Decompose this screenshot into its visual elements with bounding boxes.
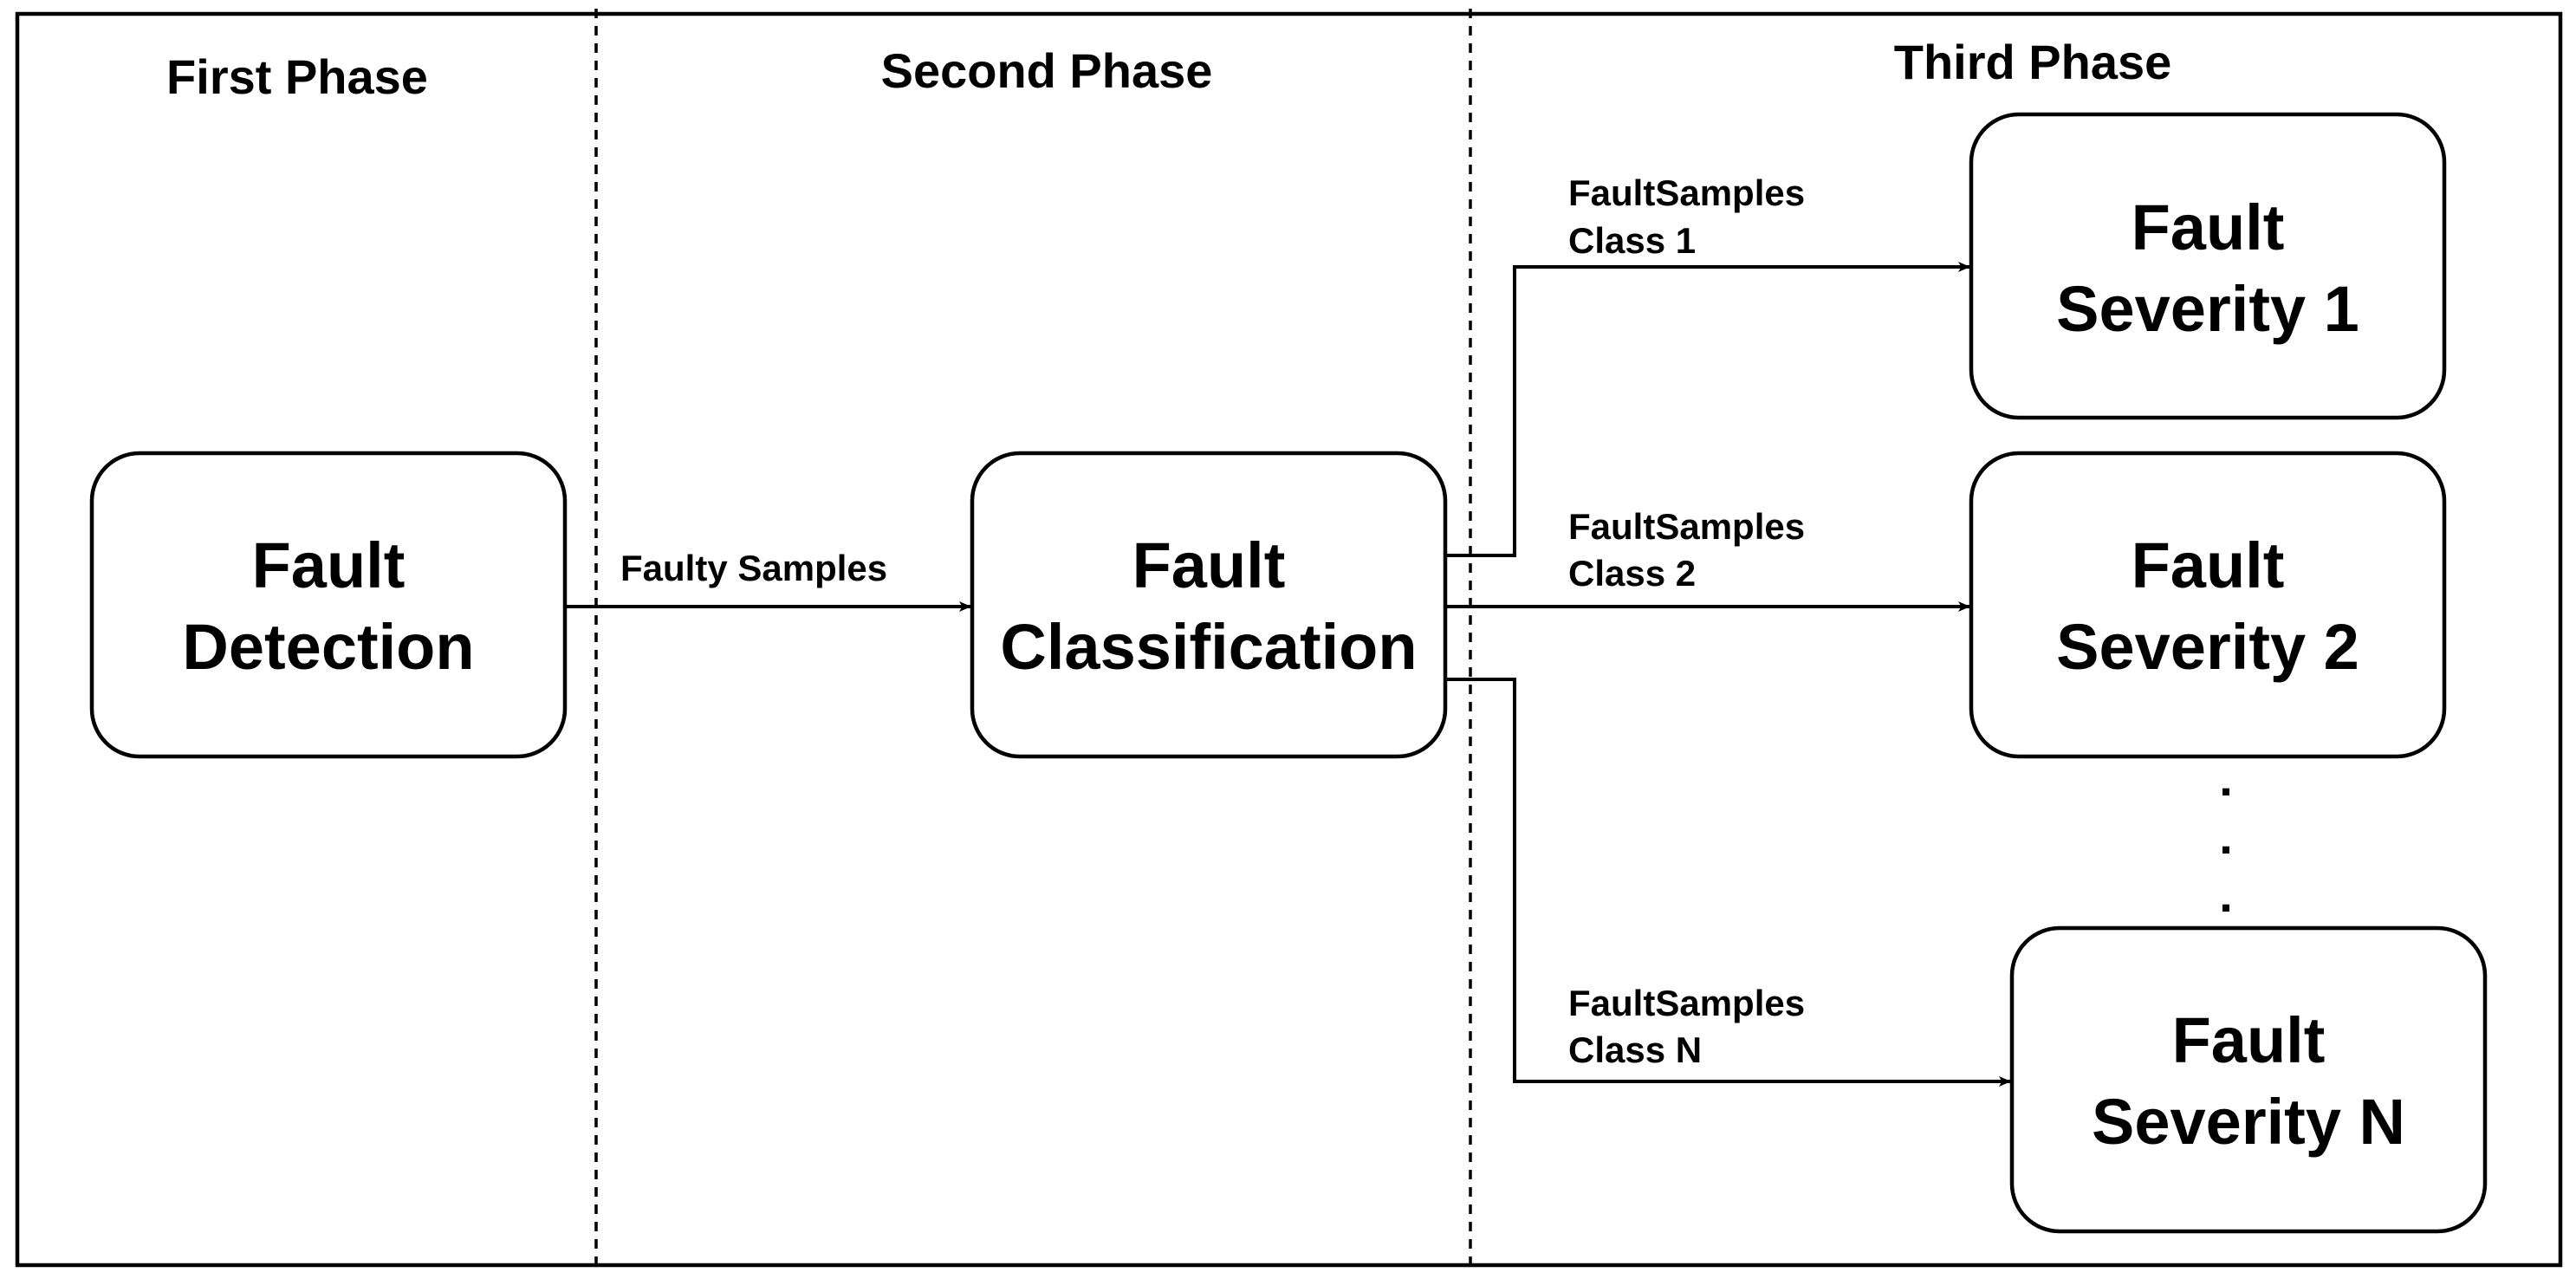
edge-label-class-1-line1: FaultSamples <box>1568 172 1805 213</box>
node-fault-severity-2-line1: Fault <box>2132 529 2285 601</box>
node-fault-classification-line1: Fault <box>1132 529 1286 601</box>
node-fault-severity-1-line1: Fault <box>2132 192 2285 263</box>
edge-label-class-n-line1: FaultSamples <box>1568 983 1805 1023</box>
node-fault-severity-n: Fault Severity N <box>2009 925 2488 1234</box>
node-fault-detection-line1: Fault <box>252 529 406 601</box>
edge-label-faulty-samples: Faulty Samples <box>620 548 887 588</box>
phase-title-first: First Phase <box>166 49 428 104</box>
ellipsis-dot-2: . <box>2219 809 2233 864</box>
node-fault-severity-n-line2: Severity N <box>2092 1086 2405 1158</box>
edge-label-class-n-line2: Class N <box>1568 1029 1702 1070</box>
node-fault-classification-line2: Classification <box>1000 611 1417 683</box>
edge-label-class-2-line1: FaultSamples <box>1568 506 1805 547</box>
edge-label-class-2-line2: Class 2 <box>1568 553 1696 594</box>
node-fault-severity-2: Fault Severity 2 <box>1969 451 2447 759</box>
node-fault-detection: Fault Detection <box>89 451 568 759</box>
node-fault-severity-2-line2: Severity 2 <box>2056 611 2359 683</box>
arrow-classification-to-severity-n <box>1445 678 2011 1087</box>
node-fault-severity-1-line2: Severity 1 <box>2056 273 2359 345</box>
node-fault-detection-line2: Detection <box>182 611 474 683</box>
edge-label-class-1-line2: Class 1 <box>1568 220 1696 261</box>
phase-title-second: Second Phase <box>881 43 1213 98</box>
arrow-classification-to-severity-1 <box>1445 262 1970 557</box>
outer-frame <box>15 11 2563 1268</box>
node-fault-severity-1: Fault Severity 1 <box>1969 112 2447 420</box>
node-fault-classification: Fault Classification <box>970 451 1448 759</box>
ellipsis-dot-3: . <box>2219 867 2233 922</box>
ellipsis-dot-1: . <box>2219 751 2233 806</box>
node-fault-severity-n-line1: Fault <box>2172 1004 2326 1076</box>
phase-title-third: Third Phase <box>1894 35 2172 89</box>
